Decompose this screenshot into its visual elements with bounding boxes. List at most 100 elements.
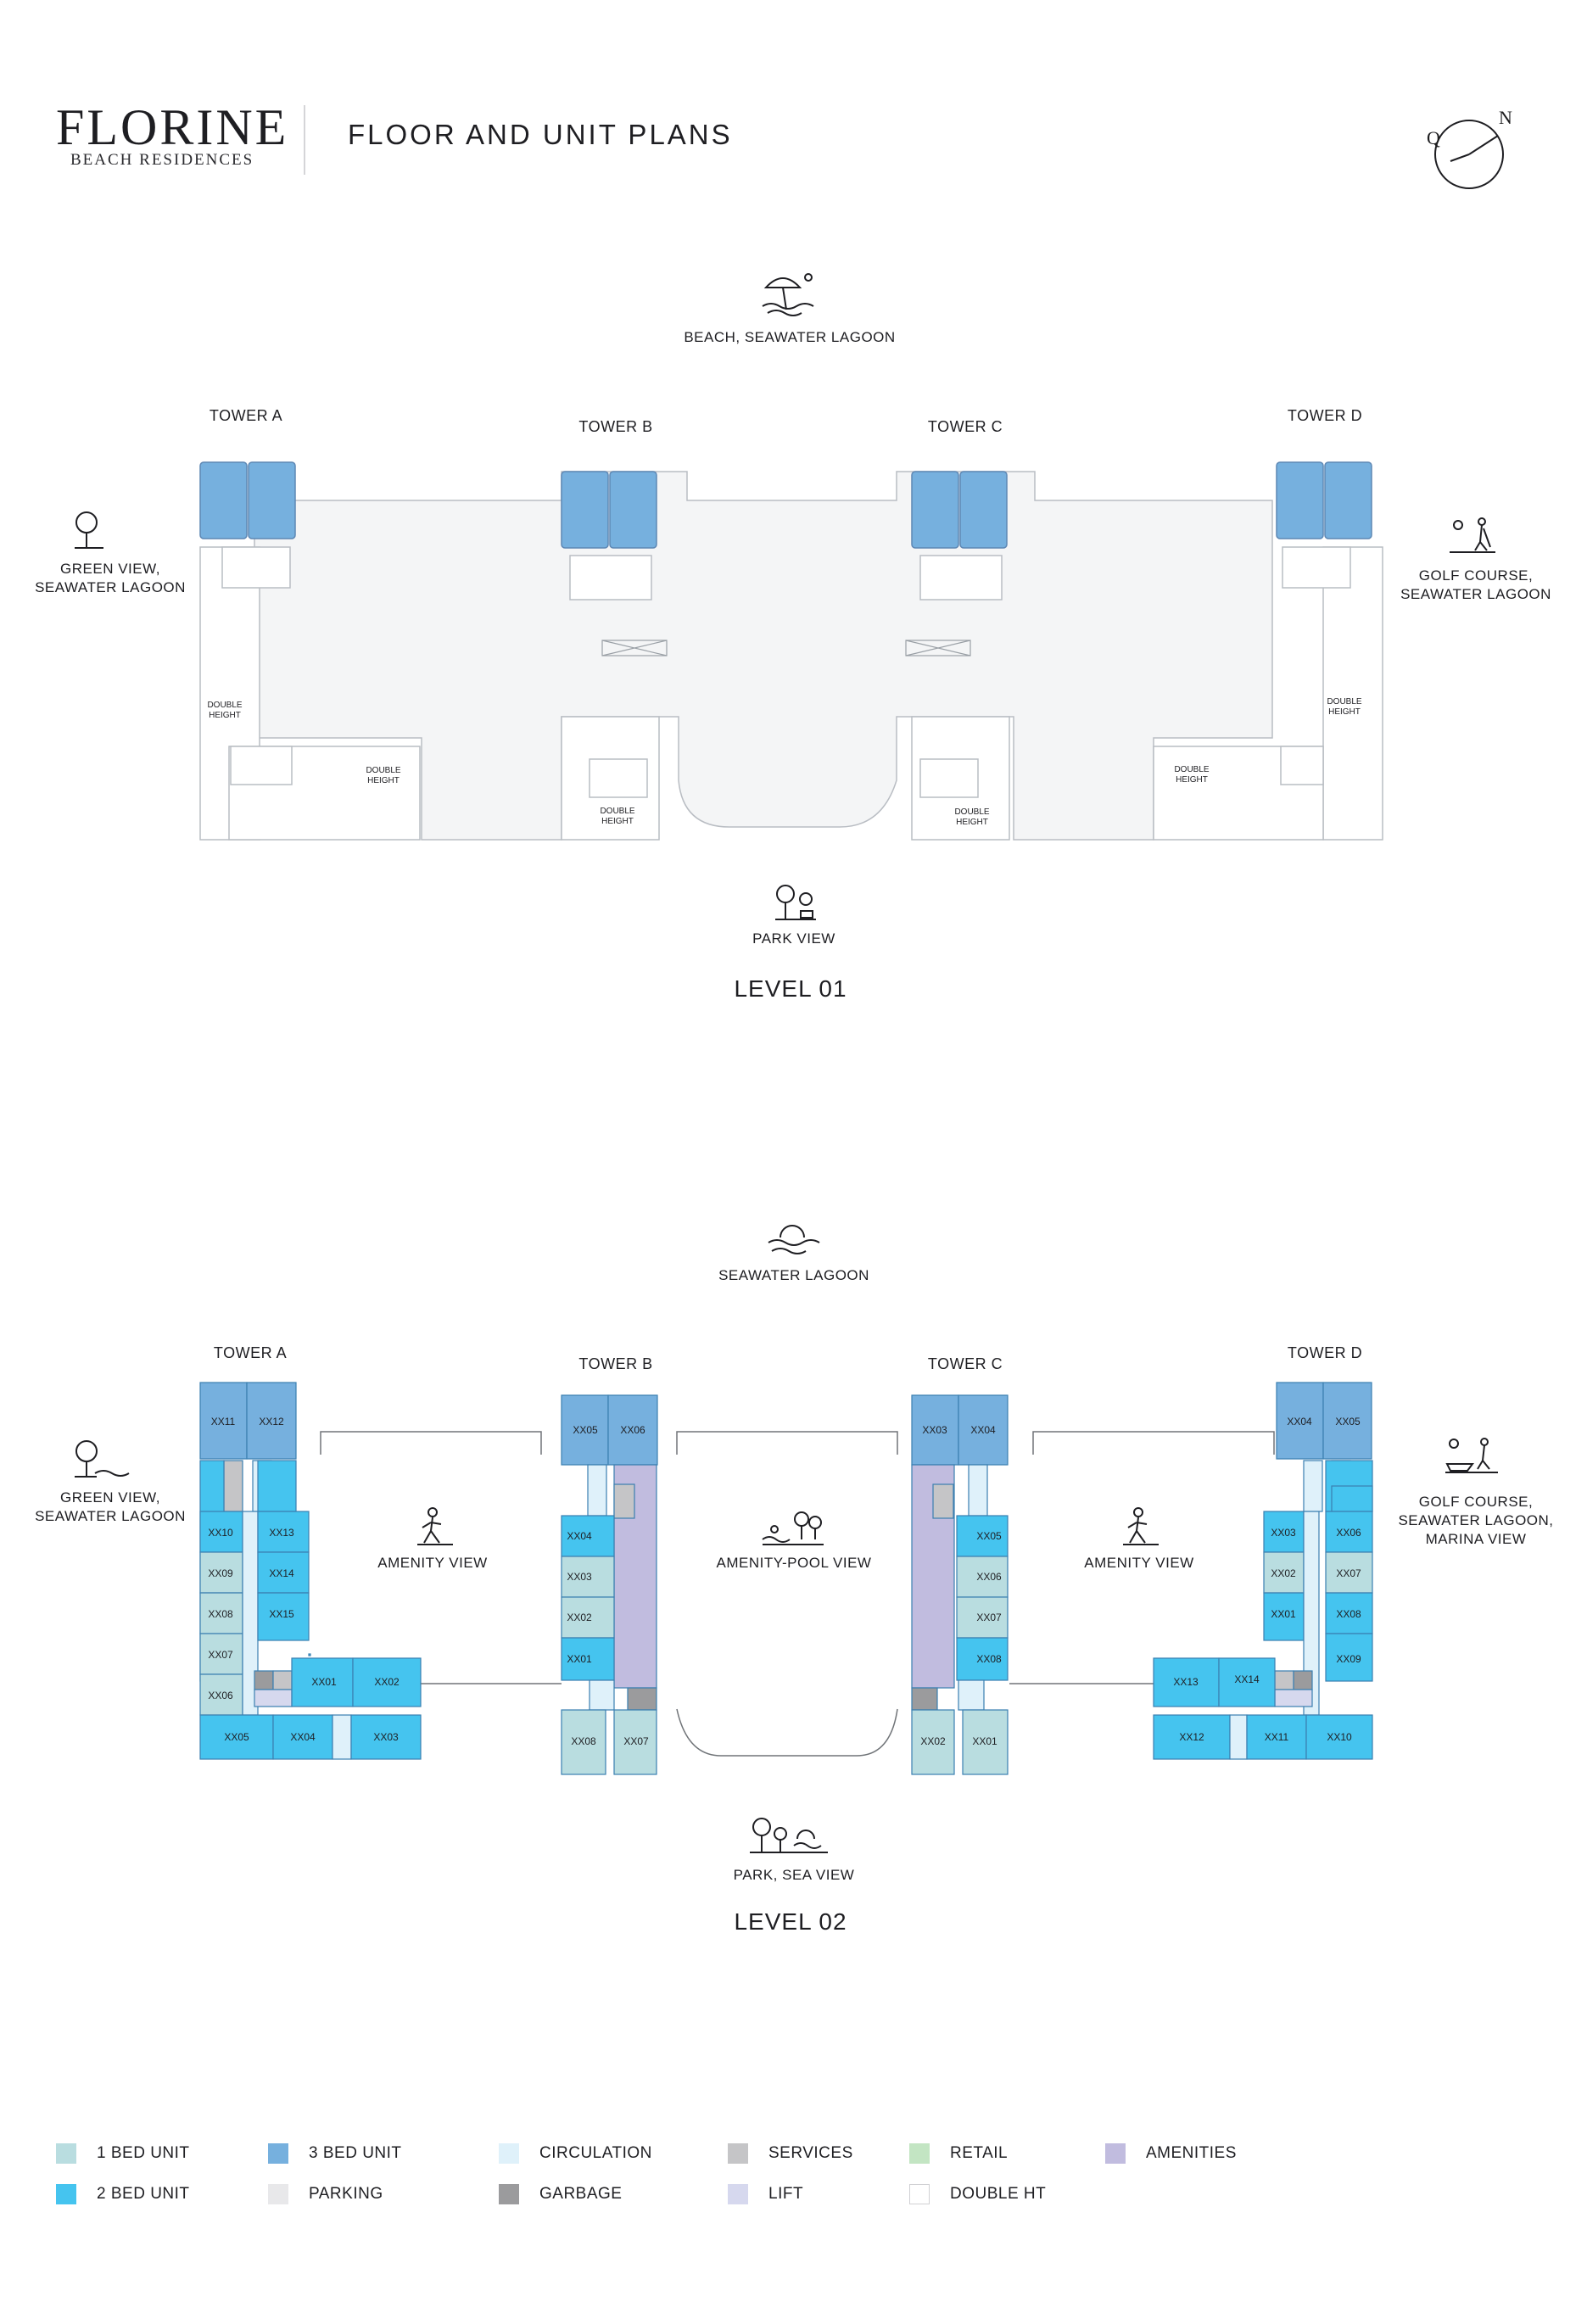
svg-text:XX01: XX01 <box>972 1735 997 1747</box>
l1-view-top: BEACH, SEAWATER LAGOON <box>684 329 896 345</box>
svg-text:XX07: XX07 <box>623 1735 649 1747</box>
svg-text:XX07: XX07 <box>976 1612 1002 1623</box>
svg-text:XX04: XX04 <box>970 1424 996 1436</box>
l2-view-left: GREEN VIEW, SEAWATER LAGOON <box>35 1489 186 1524</box>
svg-text:XX04: XX04 <box>567 1530 592 1542</box>
svg-text:XX15: XX15 <box>269 1608 294 1620</box>
tree-water-icon <box>75 1440 130 1478</box>
legend-label: LIFT <box>768 2185 804 2203</box>
l1-tower-a: TOWER A <box>209 407 283 424</box>
sunset-wave-icon <box>768 1225 820 1254</box>
legend-label: CIRCULATION <box>539 2144 652 2162</box>
legend-label: 1 BED UNIT <box>97 2144 190 2162</box>
l2-tower-a: TOWER A <box>213 1344 288 1361</box>
legend-swatch <box>499 2143 519 2164</box>
legend-swatch <box>909 2143 930 2164</box>
svg-text:DOUBLE: DOUBLE <box>207 701 242 710</box>
park-sea-icon <box>750 1818 828 1853</box>
svg-text:XX02: XX02 <box>920 1735 946 1747</box>
legend-swatch <box>56 2143 76 2164</box>
legend-item-circulation: CIRCULATION <box>499 2143 652 2164</box>
legend-label: RETAIL <box>950 2144 1009 2162</box>
legend-swatch <box>1105 2143 1126 2164</box>
legend-item-1-bed: 1 BED UNIT <box>56 2143 190 2164</box>
svg-text:XX02: XX02 <box>1271 1567 1296 1579</box>
svg-text:XX02: XX02 <box>567 1612 592 1623</box>
svg-text:HEIGHT: HEIGHT <box>209 711 241 720</box>
l2-amenity-view-left: AMENITY VIEW <box>377 1555 488 1571</box>
svg-text:XX09: XX09 <box>208 1567 233 1579</box>
svg-text:XX02: XX02 <box>374 1676 400 1688</box>
svg-text:XX06: XX06 <box>976 1571 1002 1583</box>
svg-text:HEIGHT: HEIGHT <box>1176 775 1208 785</box>
l1-tower-b: TOWER B <box>578 418 653 435</box>
l1-double-height-a <box>228 746 421 841</box>
l2-amenity-pool-view: AMENITY-POOL VIEW <box>716 1555 872 1571</box>
legend-swatch <box>56 2184 76 2204</box>
legend-swatch <box>728 2143 748 2164</box>
svg-text:XX01: XX01 <box>1271 1608 1296 1620</box>
brand-subtitle: BEACH RESIDENCES <box>70 151 254 169</box>
l1-podium-parking <box>254 471 1273 841</box>
l2-view-top: SEAWATER LAGOON <box>718 1267 869 1283</box>
svg-text:XX12: XX12 <box>259 1416 284 1427</box>
svg-text:XX06: XX06 <box>620 1424 645 1436</box>
l1-tower-d-core <box>1322 546 1383 841</box>
page-title: FLOOR AND UNIT PLANS <box>348 119 733 150</box>
svg-text:XX01: XX01 <box>567 1653 592 1665</box>
legend-label: SERVICES <box>768 2144 853 2162</box>
svg-text:XX08: XX08 <box>208 1608 233 1620</box>
svg-text:XX09: XX09 <box>1336 1653 1361 1665</box>
compass-n-label: N <box>1499 107 1512 128</box>
l1-tower-c-unit <box>911 471 959 549</box>
svg-text:XX05: XX05 <box>573 1424 598 1436</box>
legend-item-lift: LIFT <box>728 2184 803 2204</box>
svg-text:XX03: XX03 <box>373 1731 399 1743</box>
l1-tower-d-unit <box>1324 461 1372 539</box>
legend-swatch <box>909 2184 930 2204</box>
svg-text:XX07: XX07 <box>208 1649 233 1661</box>
compass-q-label: Q <box>1427 127 1440 148</box>
amenity-walker-icon <box>1123 1507 1159 1545</box>
l2-tower-c: TOWER C <box>927 1355 1003 1372</box>
compass-icon <box>1434 120 1504 189</box>
l2-view-right: GOLF COURSE, SEAWATER LAGOON, MARINA VIE… <box>1398 1494 1554 1547</box>
svg-text:XX08: XX08 <box>571 1735 596 1747</box>
legend-label: DOUBLE HT <box>950 2185 1047 2203</box>
pool-trees-icon <box>762 1511 824 1545</box>
svg-text:XX05: XX05 <box>224 1731 249 1743</box>
svg-text:DOUBLE: DOUBLE <box>1174 765 1209 774</box>
legend-swatch <box>728 2184 748 2204</box>
legend-swatch <box>499 2184 519 2204</box>
svg-text:XX04: XX04 <box>290 1731 316 1743</box>
legend-item-garbage: GARBAGE <box>499 2184 622 2204</box>
legend-item-3-bed: 3 BED UNIT <box>268 2143 402 2164</box>
legend-label: GARBAGE <box>539 2185 623 2203</box>
svg-text:DOUBLE: DOUBLE <box>600 807 634 816</box>
svg-text:XX14: XX14 <box>269 1567 294 1579</box>
legend-item-parking: PARKING <box>268 2184 383 2204</box>
l1-tower-d: TOWER D <box>1287 407 1363 424</box>
svg-text:XX13: XX13 <box>1173 1676 1199 1688</box>
svg-text:HEIGHT: HEIGHT <box>1328 707 1361 717</box>
level-01-title: LEVEL 01 <box>734 975 847 1002</box>
header-divider <box>304 105 305 175</box>
l1-tower-c: TOWER C <box>927 418 1003 435</box>
legend-swatch <box>268 2184 288 2204</box>
level-02-title: LEVEL 02 <box>734 1908 847 1935</box>
svg-text:DOUBLE: DOUBLE <box>366 766 400 775</box>
svg-text:HEIGHT: HEIGHT <box>601 817 634 826</box>
legend-item-services: SERVICES <box>728 2143 853 2164</box>
legend-item-double-ht: DOUBLE HT <box>909 2184 1046 2204</box>
brand-logo: FLORINE BEACH RESIDENCES <box>56 102 288 170</box>
beach-umbrella-icon <box>762 273 814 316</box>
svg-text:XX12: XX12 <box>1179 1731 1204 1743</box>
l2-view-bottom: PARK, SEA VIEW <box>733 1867 855 1883</box>
svg-text:XX08: XX08 <box>1336 1608 1361 1620</box>
svg-text:XX10: XX10 <box>208 1527 233 1539</box>
svg-text:XX10: XX10 <box>1327 1731 1352 1743</box>
legend-label: AMENITIES <box>1146 2144 1237 2162</box>
l1-tower-a-unit <box>199 461 248 539</box>
tree-icon <box>75 511 103 549</box>
